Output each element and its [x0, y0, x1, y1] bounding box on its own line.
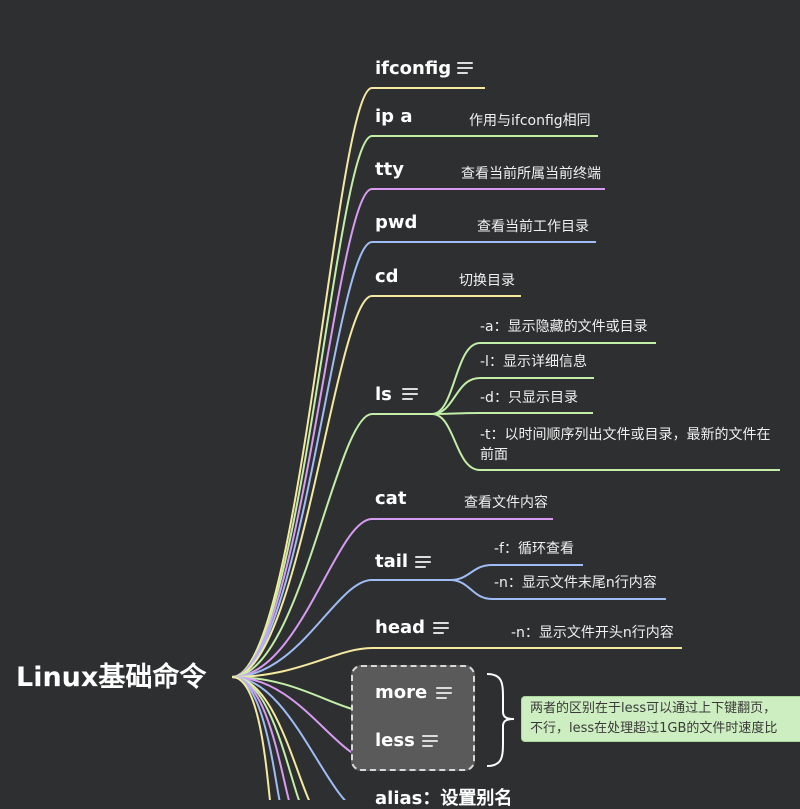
branch-ls — [231, 413, 432, 678]
desc-tty: 查看当前所属当前终端 — [461, 166, 601, 182]
note-lines-icon[interactable] — [436, 687, 452, 699]
ls-option-l: -l：显示详细信息 — [480, 354, 587, 370]
node-ifconfig[interactable]: ifconfig — [375, 58, 452, 79]
branch-offscreen-5 — [231, 676, 271, 800]
node-cd[interactable]: cd — [375, 266, 399, 287]
summary-line-1: 两者的区别在于less可以通过上下键翻页， — [530, 701, 777, 716]
summary-brace — [486, 673, 515, 767]
ls-branch-a — [431, 342, 656, 415]
node-ls[interactable]: ls — [375, 384, 392, 405]
tail-branch-f — [449, 564, 583, 581]
desc-pwd: 查看当前工作目录 — [477, 219, 589, 235]
branch-tail — [231, 579, 450, 678]
branch-ifconfig — [231, 87, 485, 678]
node-less[interactable]: less — [375, 730, 415, 751]
note-lines-icon[interactable] — [402, 388, 418, 400]
ls-branch-t — [431, 413, 780, 471]
ls-option-t: -t：以时间顺序列出文件或目录，最新的文件在 — [480, 427, 771, 443]
note-lines-icon[interactable] — [422, 735, 438, 747]
summary-note[interactable]: 两者的区别在于less可以通过上下键翻页， 不行，less在处理超过1GB的文件… — [521, 696, 800, 742]
more-less-group[interactable] — [351, 665, 475, 771]
tail-branch-n — [449, 579, 666, 600]
summary-line-2: 不行，less在处理超过1GB的文件时速度比 — [530, 721, 778, 736]
branch-head — [231, 647, 682, 678]
node-tail[interactable]: tail — [375, 551, 409, 572]
branch-offscreen-1 — [231, 676, 311, 800]
tail-option-n: -n：显示文件末尾n行内容 — [494, 575, 657, 591]
tail-option-f: -f：循环查看 — [494, 541, 574, 557]
root-node[interactable]: Linux基础命令 — [16, 662, 207, 693]
node-alias[interactable]: alias：设置别名 — [375, 788, 513, 809]
desc-cat: 查看文件内容 — [464, 495, 548, 511]
node-tty[interactable]: tty — [375, 159, 404, 180]
desc-head: -n：显示文件开头n行内容 — [511, 625, 674, 641]
branch-offscreen-2 — [231, 676, 300, 800]
note-lines-icon[interactable] — [415, 556, 431, 568]
branch-tty — [231, 188, 605, 678]
ls-option-t-cont: 前面 — [480, 447, 508, 463]
branch-ipa — [231, 135, 598, 678]
branch-pwd — [231, 241, 596, 678]
branch-alias — [231, 676, 347, 800]
ls-branch-d — [431, 412, 593, 415]
note-lines-icon[interactable] — [433, 622, 449, 634]
branch-cd — [231, 295, 521, 678]
ls-option-a: -a：显示隐藏的文件或目录 — [480, 319, 648, 335]
node-pwd[interactable]: pwd — [375, 212, 418, 233]
desc-cd: 切换目录 — [459, 273, 515, 289]
node-cat[interactable]: cat — [375, 488, 407, 509]
node-more[interactable]: more — [375, 682, 428, 703]
ls-branch-l — [431, 377, 594, 415]
node-head[interactable]: head — [375, 617, 426, 638]
ls-option-d: -d：只显示目录 — [480, 390, 578, 406]
branch-cat — [231, 518, 553, 678]
node-ipa[interactable]: ip a — [375, 106, 413, 127]
desc-ipa: 作用与ifconfig相同 — [469, 113, 591, 129]
note-lines-icon[interactable] — [457, 62, 473, 74]
